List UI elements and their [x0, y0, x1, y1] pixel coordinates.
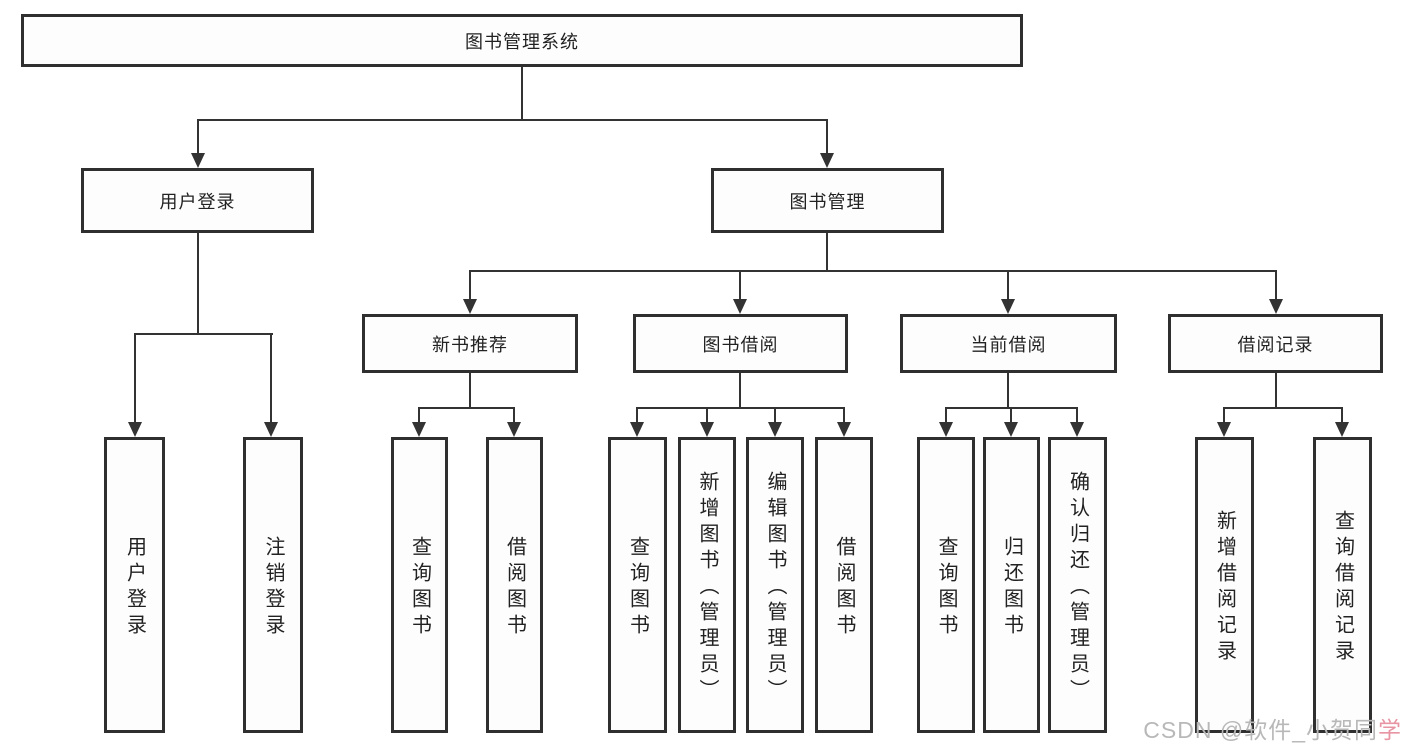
node-cb-return-books: 归还图书 — [983, 437, 1040, 733]
node-nb-query-books: 查询图书 — [391, 437, 448, 733]
arrow-down-icon — [733, 299, 747, 314]
node-br-query-borrow-record: 查询借阅记录 — [1313, 437, 1372, 733]
watermark-text: CSDN @软件_小贺同 — [1143, 717, 1378, 743]
node-label: 借阅记录 — [1237, 334, 1314, 355]
connector-line — [469, 373, 471, 409]
connector-line — [197, 119, 199, 156]
node-current-borrowing: 当前借阅 — [900, 314, 1117, 373]
connector-line — [636, 407, 638, 425]
node-label: 图书管理系统 — [465, 31, 579, 52]
connector-line — [1275, 373, 1277, 409]
connector-line — [469, 270, 471, 302]
connector-line — [774, 407, 776, 425]
node-nb-borrow-books: 借阅图书 — [486, 437, 543, 733]
connector-line — [418, 407, 420, 425]
connector-line — [843, 407, 845, 425]
connector-line — [1223, 407, 1225, 425]
watermark-accent: 学 — [1378, 717, 1402, 743]
arrow-down-icon — [507, 422, 521, 437]
connector-line — [826, 119, 828, 156]
connector-line — [739, 270, 741, 302]
node-label: 新增借阅记录 — [1213, 510, 1236, 666]
node-bb-borrow-books: 借阅图书 — [815, 437, 873, 733]
arrow-down-icon — [1070, 422, 1084, 437]
arrow-down-icon — [128, 422, 142, 437]
node-label: 编辑图书（管理员） — [764, 471, 786, 705]
connector-line — [521, 67, 523, 121]
connector-line — [134, 333, 136, 425]
connector-line — [418, 407, 515, 409]
arrow-down-icon — [837, 422, 851, 437]
node-label: 当前借阅 — [970, 334, 1047, 355]
arrow-down-icon — [630, 422, 644, 437]
node-bb-add-books-admin: 新增图书（管理员） — [678, 437, 736, 733]
arrow-down-icon — [939, 422, 953, 437]
node-br-add-borrow-record: 新增借阅记录 — [1195, 437, 1254, 733]
connector-line — [197, 233, 199, 335]
arrow-down-icon — [191, 153, 205, 168]
arrow-down-icon — [264, 422, 278, 437]
node-book-borrowing: 图书借阅 — [633, 314, 848, 373]
node-label: 新增图书（管理员） — [696, 471, 718, 705]
connector-line — [1275, 270, 1277, 302]
arrow-down-icon — [412, 422, 426, 437]
node-label: 注销登录 — [262, 536, 284, 640]
arrow-down-icon — [1217, 422, 1231, 437]
node-label: 图书借阅 — [702, 334, 779, 355]
arrow-down-icon — [1335, 422, 1349, 437]
node-label: 图书管理 — [789, 191, 866, 212]
node-library-management-system: 图书管理系统 — [21, 14, 1023, 67]
arrow-down-icon — [463, 299, 477, 314]
connector-line — [706, 407, 708, 425]
node-cb-query-books: 查询图书 — [917, 437, 975, 733]
node-book-management: 图书管理 — [711, 168, 944, 233]
node-user-login-action: 用户登录 — [104, 437, 165, 733]
connector-line — [1076, 407, 1078, 425]
connector-line — [513, 407, 515, 425]
node-label: 用户登录 — [159, 191, 236, 212]
node-logout-action: 注销登录 — [243, 437, 303, 733]
node-user-login: 用户登录 — [81, 168, 314, 233]
watermark: CSDN @软件_小贺同学 — [1143, 711, 1402, 745]
connector-line — [1010, 407, 1012, 425]
arrow-down-icon — [820, 153, 834, 168]
connector-line — [1223, 407, 1343, 409]
arrow-down-icon — [700, 422, 714, 437]
node-bb-query-books: 查询图书 — [608, 437, 667, 733]
arrow-down-icon — [768, 422, 782, 437]
node-label: 查询借阅记录 — [1331, 510, 1354, 666]
connector-line — [469, 270, 1277, 272]
arrow-down-icon — [1269, 299, 1283, 314]
node-label: 查询图书 — [626, 536, 649, 640]
node-label: 新书推荐 — [432, 334, 508, 355]
node-label: 确认归还（管理员） — [1066, 471, 1089, 705]
connector-line — [197, 119, 828, 121]
connector-line — [826, 233, 828, 272]
connector-line — [739, 373, 741, 409]
connector-line — [945, 407, 947, 425]
arrow-down-icon — [1001, 299, 1015, 314]
connector-line — [1341, 407, 1343, 425]
node-new-book-recommendation: 新书推荐 — [362, 314, 578, 373]
node-label: 查询图书 — [408, 536, 431, 640]
connector-line — [1007, 270, 1009, 302]
connector-line — [134, 333, 273, 335]
connector-line — [636, 407, 845, 409]
arrow-down-icon — [1004, 422, 1018, 437]
node-bb-edit-books-admin: 编辑图书（管理员） — [746, 437, 804, 733]
connector-line — [270, 333, 272, 425]
node-cb-confirm-return-admin: 确认归还（管理员） — [1048, 437, 1107, 733]
node-label: 借阅图书 — [503, 536, 526, 640]
node-label: 用户登录 — [123, 536, 146, 640]
connector-line — [1007, 373, 1009, 409]
node-label: 归还图书 — [1000, 536, 1023, 640]
node-label: 查询图书 — [935, 536, 957, 640]
node-label: 借阅图书 — [833, 536, 855, 640]
node-borrowing-records: 借阅记录 — [1168, 314, 1383, 373]
